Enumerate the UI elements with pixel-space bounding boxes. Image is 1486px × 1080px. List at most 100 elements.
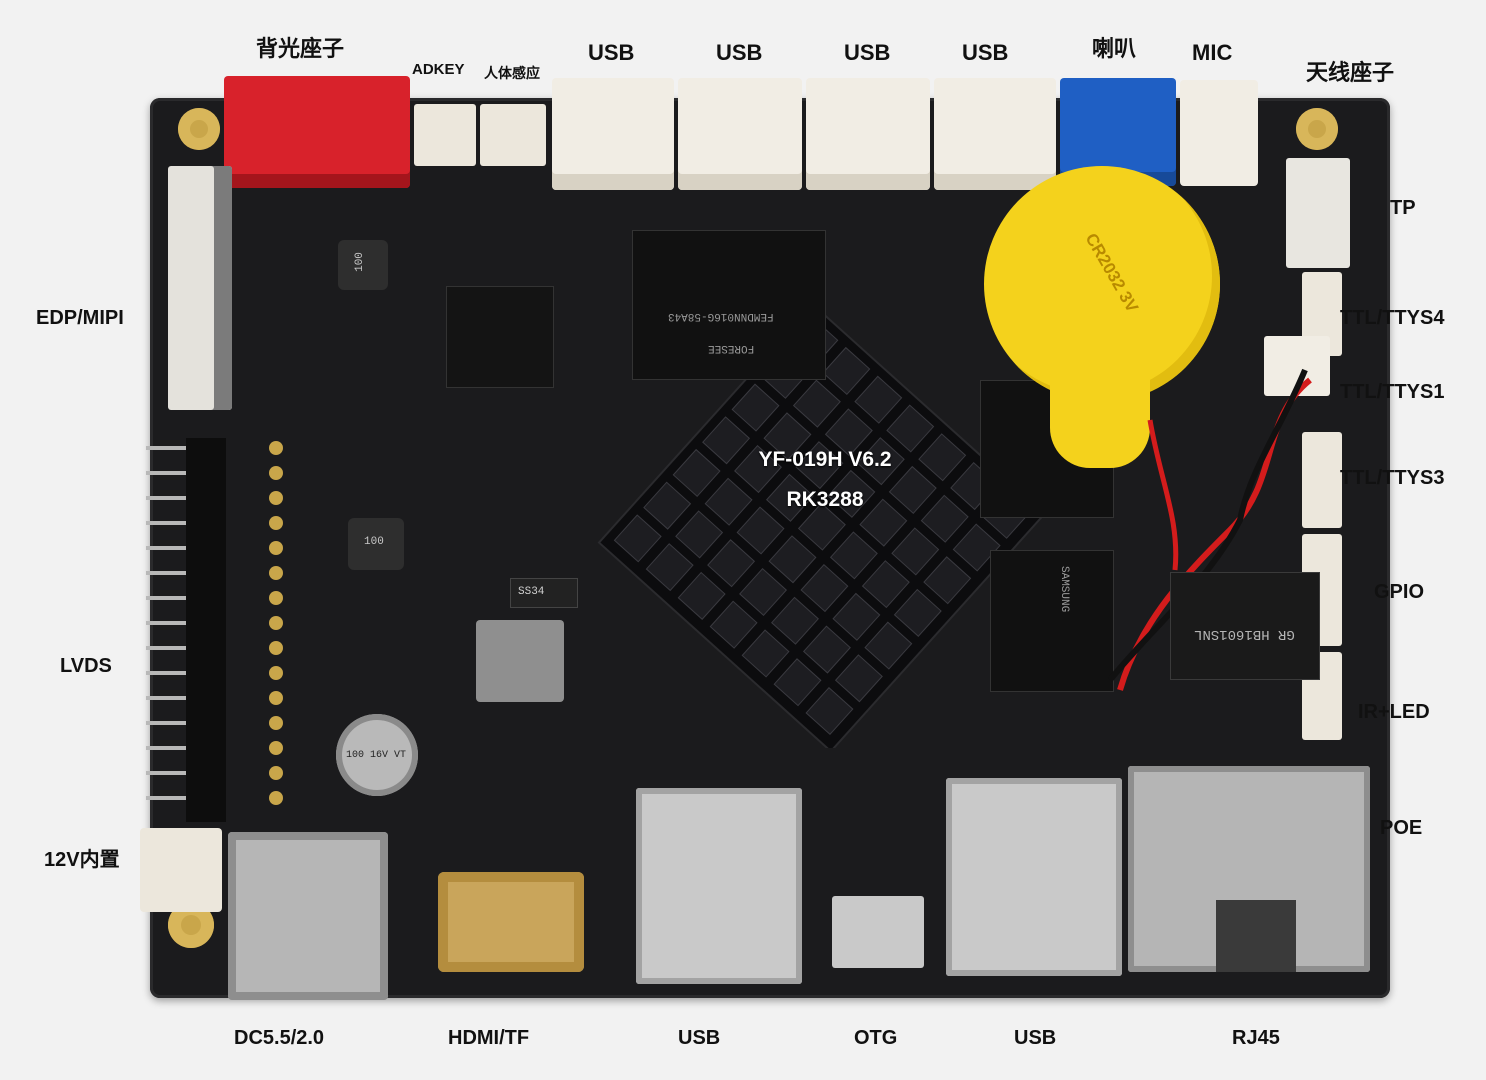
lvds-pad (269, 491, 283, 505)
lvds-pin (146, 521, 186, 525)
label-hdmi-tf: HDMI/TF (448, 1027, 530, 1049)
heatsink-fin (952, 523, 1001, 572)
heatsink-fin (856, 437, 905, 486)
ttl-ttys3-connector (1302, 432, 1342, 528)
lvds-pin (146, 596, 186, 600)
heatsink-model-text: YF-019H V6.2 (758, 448, 892, 471)
lvds-pad (269, 466, 283, 480)
heatsink-fin (920, 494, 969, 543)
heatsink-fin (797, 502, 846, 551)
lvds-pad (269, 716, 283, 730)
usb-header-1 (552, 78, 674, 190)
label-usb-top-2: USB (716, 40, 763, 65)
lvds-pin (146, 546, 186, 550)
label-gpio: GPIO (1374, 581, 1425, 603)
label-usb-bottom-1: USB (678, 1027, 721, 1049)
heatsink-fin (739, 567, 788, 617)
body-sensor-connector (480, 104, 546, 166)
heatsink-fin (827, 469, 876, 518)
label-ttl-ttys4: TTL/TTYS4 (1340, 307, 1445, 329)
backlight-connector (224, 76, 410, 188)
hdmi-port (438, 872, 584, 972)
inductor-label: 100 (364, 536, 384, 548)
tp-connector (1286, 158, 1350, 268)
heatsink-fin (918, 433, 967, 482)
label-poe: POE (1380, 817, 1423, 839)
lvds-pad (269, 441, 283, 455)
label-mic: MIC (1192, 40, 1233, 65)
label-ttl-ttys1: TTL/TTYS1 (1340, 381, 1445, 403)
heatsink-fin (829, 531, 878, 580)
heatsink-fin (771, 596, 819, 645)
heatsink-fin (923, 556, 972, 605)
heatsink-fin (741, 629, 790, 678)
heatsink-fin (707, 539, 756, 588)
label-rj45: RJ45 (1232, 1027, 1280, 1049)
label-usb-bottom-2: USB (1014, 1027, 1057, 1049)
label-body-sensor: 人体感应 (484, 65, 540, 81)
lvds-pad (269, 741, 283, 755)
heatsink-fin (861, 560, 910, 609)
lvds-pad (269, 516, 283, 530)
heatsink-fin (702, 416, 751, 465)
heatsink-fin (888, 465, 937, 515)
adkey-connector (414, 104, 476, 166)
otg-port (832, 896, 924, 968)
heatsink-fin (709, 600, 758, 649)
heatsink-fin (736, 506, 785, 555)
heatsink-fin (893, 588, 942, 637)
heatsink-fin (768, 535, 817, 584)
usb-header-3 (806, 78, 930, 190)
label-edp-mipi: EDP/MIPI (36, 307, 124, 329)
heatsink-fin (734, 444, 782, 494)
heatsink-fin (677, 571, 726, 620)
ethernet-magnetics (1170, 572, 1320, 680)
heatsink-fin (645, 543, 694, 592)
lvds-pin (146, 671, 186, 675)
12v-connector (140, 828, 222, 912)
usb-header-4 (934, 78, 1056, 190)
lvds-pad (269, 791, 283, 805)
heatsink-soc-text: RK3288 (786, 488, 864, 511)
lvds-pad (269, 566, 283, 580)
label-tp: TP (1390, 197, 1416, 219)
heatsink-fin (886, 404, 935, 453)
label-usb-top-4: USB (962, 40, 1009, 65)
flash-chip-brand: FORESEE (708, 342, 755, 354)
flash-chip (632, 230, 826, 380)
heatsink-fin (832, 592, 881, 641)
lvds-pad (269, 641, 283, 655)
dram-brand: SAMSUNG (1058, 566, 1070, 613)
heatsink-fin (792, 379, 841, 428)
cpu-heatsink (597, 308, 1047, 748)
heatsink-fin (675, 510, 724, 559)
usb-port-bottom-2 (946, 778, 1122, 976)
heatsink-fin (795, 441, 844, 490)
lvds-pin (146, 621, 186, 625)
lvds-pin (146, 721, 186, 725)
lvds-pad (269, 666, 283, 680)
lvds-pin (146, 446, 186, 450)
lvds-pin (146, 796, 186, 800)
lvds-pin (146, 471, 186, 475)
label-otg: OTG (854, 1027, 898, 1049)
lvds-pin (146, 496, 186, 500)
heatsink-fin (805, 686, 854, 736)
heatsink-fin (773, 658, 822, 707)
heatsink-fin (891, 527, 940, 576)
coin-cell-battery (984, 166, 1220, 402)
power-inductor (476, 620, 564, 702)
mounting-hole (178, 108, 220, 150)
electrolytic-capacitor (336, 714, 418, 796)
heatsink-fin (824, 408, 873, 457)
dc-jack (228, 832, 388, 1000)
lvds-pin (146, 571, 186, 575)
lvds-pin (146, 646, 186, 650)
flash-chip-part: FEMDNN016G-58A43 (668, 310, 774, 322)
heatsink-fin (854, 375, 903, 424)
mounting-hole (1296, 108, 1338, 150)
label-usb-top-3: USB (844, 40, 891, 65)
twisted-wires (1107, 368, 1312, 691)
label-usb-top-1: USB (588, 40, 635, 65)
